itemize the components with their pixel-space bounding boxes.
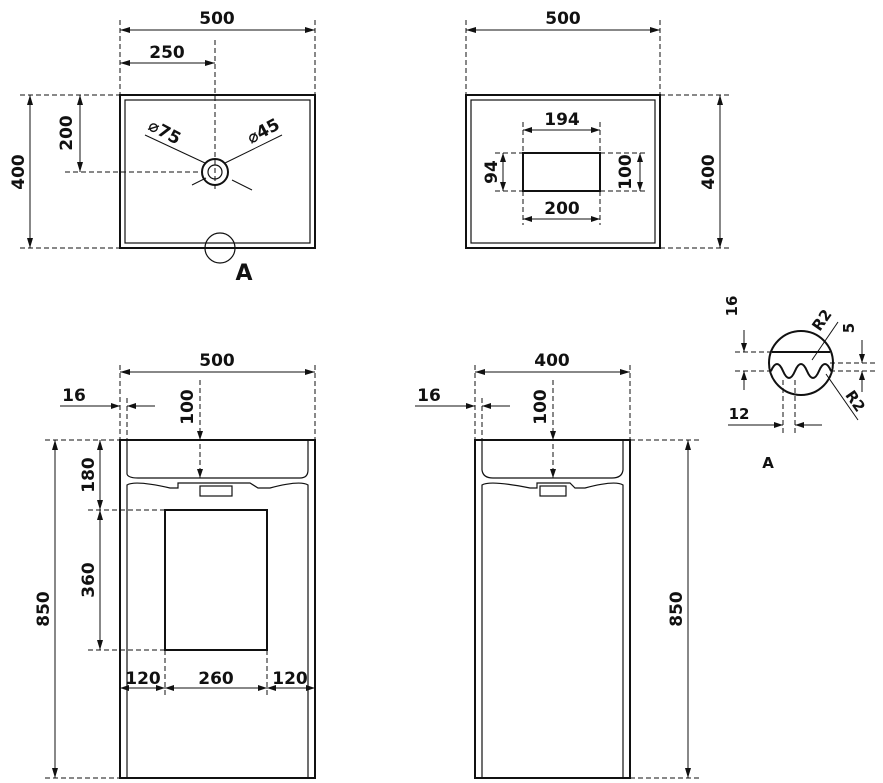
dim-front-total-height: 850 [34, 591, 54, 627]
dim-front-panel-height: 360 [79, 562, 99, 598]
leader-r2-top [811, 321, 839, 361]
dim-drain-offset: 200 [57, 115, 77, 151]
drain-side [539, 485, 567, 497]
dim-opening-top: 194 [544, 110, 580, 130]
pedestal-outline-side [474, 439, 631, 779]
dim-opening-right: 100 [616, 154, 636, 190]
detail-label-a: A [762, 454, 774, 472]
detail-a-circle [204, 232, 236, 264]
dim-front-width: 500 [199, 351, 235, 371]
dim-top-depth: 400 [9, 154, 29, 190]
leader-75 [144, 134, 206, 164]
dim-front-side-right: 120 [272, 669, 308, 689]
dim-bottom-width: 500 [545, 9, 581, 29]
dim-detail-pitch: 12 [729, 405, 750, 423]
basin-bowl-front [126, 440, 309, 479]
dim-front-panel-width: 260 [198, 669, 234, 689]
leader-45 [224, 134, 283, 164]
dim-side-width: 400 [534, 351, 570, 371]
dim-opening-bottom: 200 [544, 199, 580, 219]
bottom-opening [522, 152, 601, 192]
dim-front-top-offset: 180 [79, 457, 99, 493]
dim-opening-left: 94 [482, 160, 502, 184]
access-panel-front [164, 509, 268, 651]
detail-a: 16 R2 5 R2 12 A [723, 296, 875, 472]
dim-bottom-depth: 400 [699, 154, 719, 190]
pedestal-outline-front [119, 439, 316, 779]
dim-detail-height: 16 [723, 296, 741, 317]
dim-side-total-height: 850 [667, 591, 687, 627]
top-view: 500 250 400 200 ⌀75 ⌀45 A [9, 9, 316, 286]
basin-outline-bottom [465, 94, 661, 249]
detail-groove-wave [770, 363, 832, 379]
dim-detail-r2-top: R2 [808, 306, 835, 334]
side-view: 400 16 100 850 [415, 351, 700, 779]
pedestal-inner-front [126, 482, 309, 778]
dim-side-wall: 16 [417, 386, 441, 406]
leader-75-b [191, 177, 207, 186]
pedestal-inner-side [481, 482, 624, 778]
dim-front-basin-depth: 100 [178, 389, 198, 425]
dim-side-basin-depth: 100 [531, 389, 551, 425]
dim-detail-groove: 5 [840, 323, 858, 333]
front-view: 500 16 100 180 360 850 120 260 120 [34, 351, 316, 779]
bottom-view: 500 194 200 94 100 400 [465, 9, 730, 249]
dim-front-wall: 16 [62, 386, 86, 406]
leader-r2-bottom [825, 373, 859, 421]
dim-drain-inner: ⌀45 [244, 115, 283, 149]
dim-front-side-left: 120 [125, 669, 161, 689]
leader-45-b [231, 179, 253, 191]
detail-marker-a: A [235, 261, 252, 286]
dim-detail-r2-bottom: R2 [841, 387, 868, 415]
dim-top-half: 250 [149, 43, 185, 63]
dim-top-width: 500 [199, 9, 235, 29]
basin-outline-top [119, 94, 316, 249]
basin-inner-rim-bottom [470, 99, 656, 244]
drain-front [199, 485, 233, 497]
